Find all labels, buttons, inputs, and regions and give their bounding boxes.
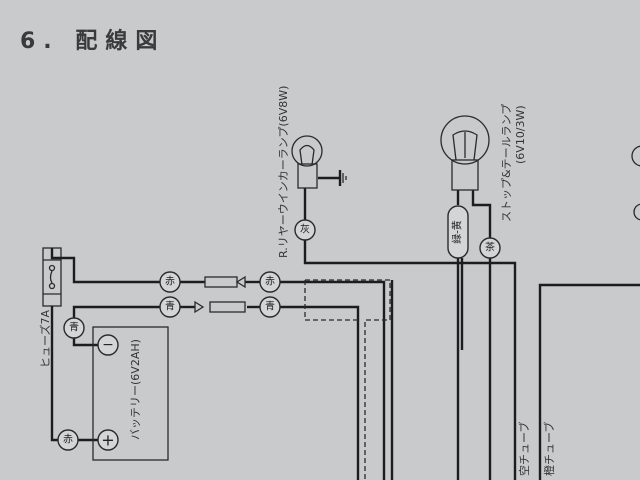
battery-plus-terminal: + [97, 429, 119, 451]
svg-text:灰: 灰 [300, 223, 310, 236]
wire-color-red-1: 赤 [159, 271, 181, 293]
connector-red [204, 275, 246, 289]
wire-color-gray: 灰 [294, 219, 316, 241]
stop-tail-lamp-label: ストップ&テールランプ [500, 104, 513, 222]
svg-text:青: 青 [265, 300, 275, 313]
svg-text:赤: 赤 [265, 276, 275, 288]
wire-color-blue-3: 青 [63, 317, 85, 339]
wire-color-red-2: 赤 [259, 271, 281, 293]
wire-color-green-yellow: 緑-黄 [447, 205, 469, 259]
wires [50, 176, 640, 480]
wire-color-blue-1: 青 [159, 296, 181, 318]
svg-text:+: + [101, 431, 114, 450]
empty-tube-label: 空チューブ [517, 422, 531, 476]
battery-minus-terminal: − [97, 334, 119, 356]
svg-text:青: 青 [165, 300, 175, 313]
svg-text:−: − [102, 337, 114, 353]
rear-winker-lamp-label: R.リヤーウインカーランプ(6V8W) [277, 86, 290, 258]
section-title: 6. 配線図 [20, 28, 165, 54]
orange-tube-label: 橙チューブ [542, 422, 556, 476]
partial-circle [633, 203, 640, 221]
fuse-label: ヒューズ7A [38, 310, 52, 368]
partial-circle [631, 145, 640, 167]
svg-text:緑-黄: 緑-黄 [451, 220, 464, 244]
svg-text:茶: 茶 [485, 241, 495, 254]
wire-color-red-3: 赤 [57, 429, 79, 451]
svg-text:青: 青 [69, 321, 79, 334]
connector-blue [194, 300, 246, 314]
stop-tail-lamp-spec: (6V10/3W) [514, 105, 527, 164]
battery [92, 326, 169, 461]
wire-color-blue-2: 青 [259, 296, 281, 318]
ground-icon [338, 170, 347, 186]
svg-text:赤: 赤 [165, 276, 175, 288]
wire-color-brown: 茶 [479, 237, 501, 259]
svg-text:赤: 赤 [63, 434, 73, 446]
battery-label: バッテリー(6V2AH) [129, 339, 142, 440]
stop-tail-lamp-icon [440, 115, 490, 191]
rear-winker-lamp-icon [291, 135, 323, 189]
